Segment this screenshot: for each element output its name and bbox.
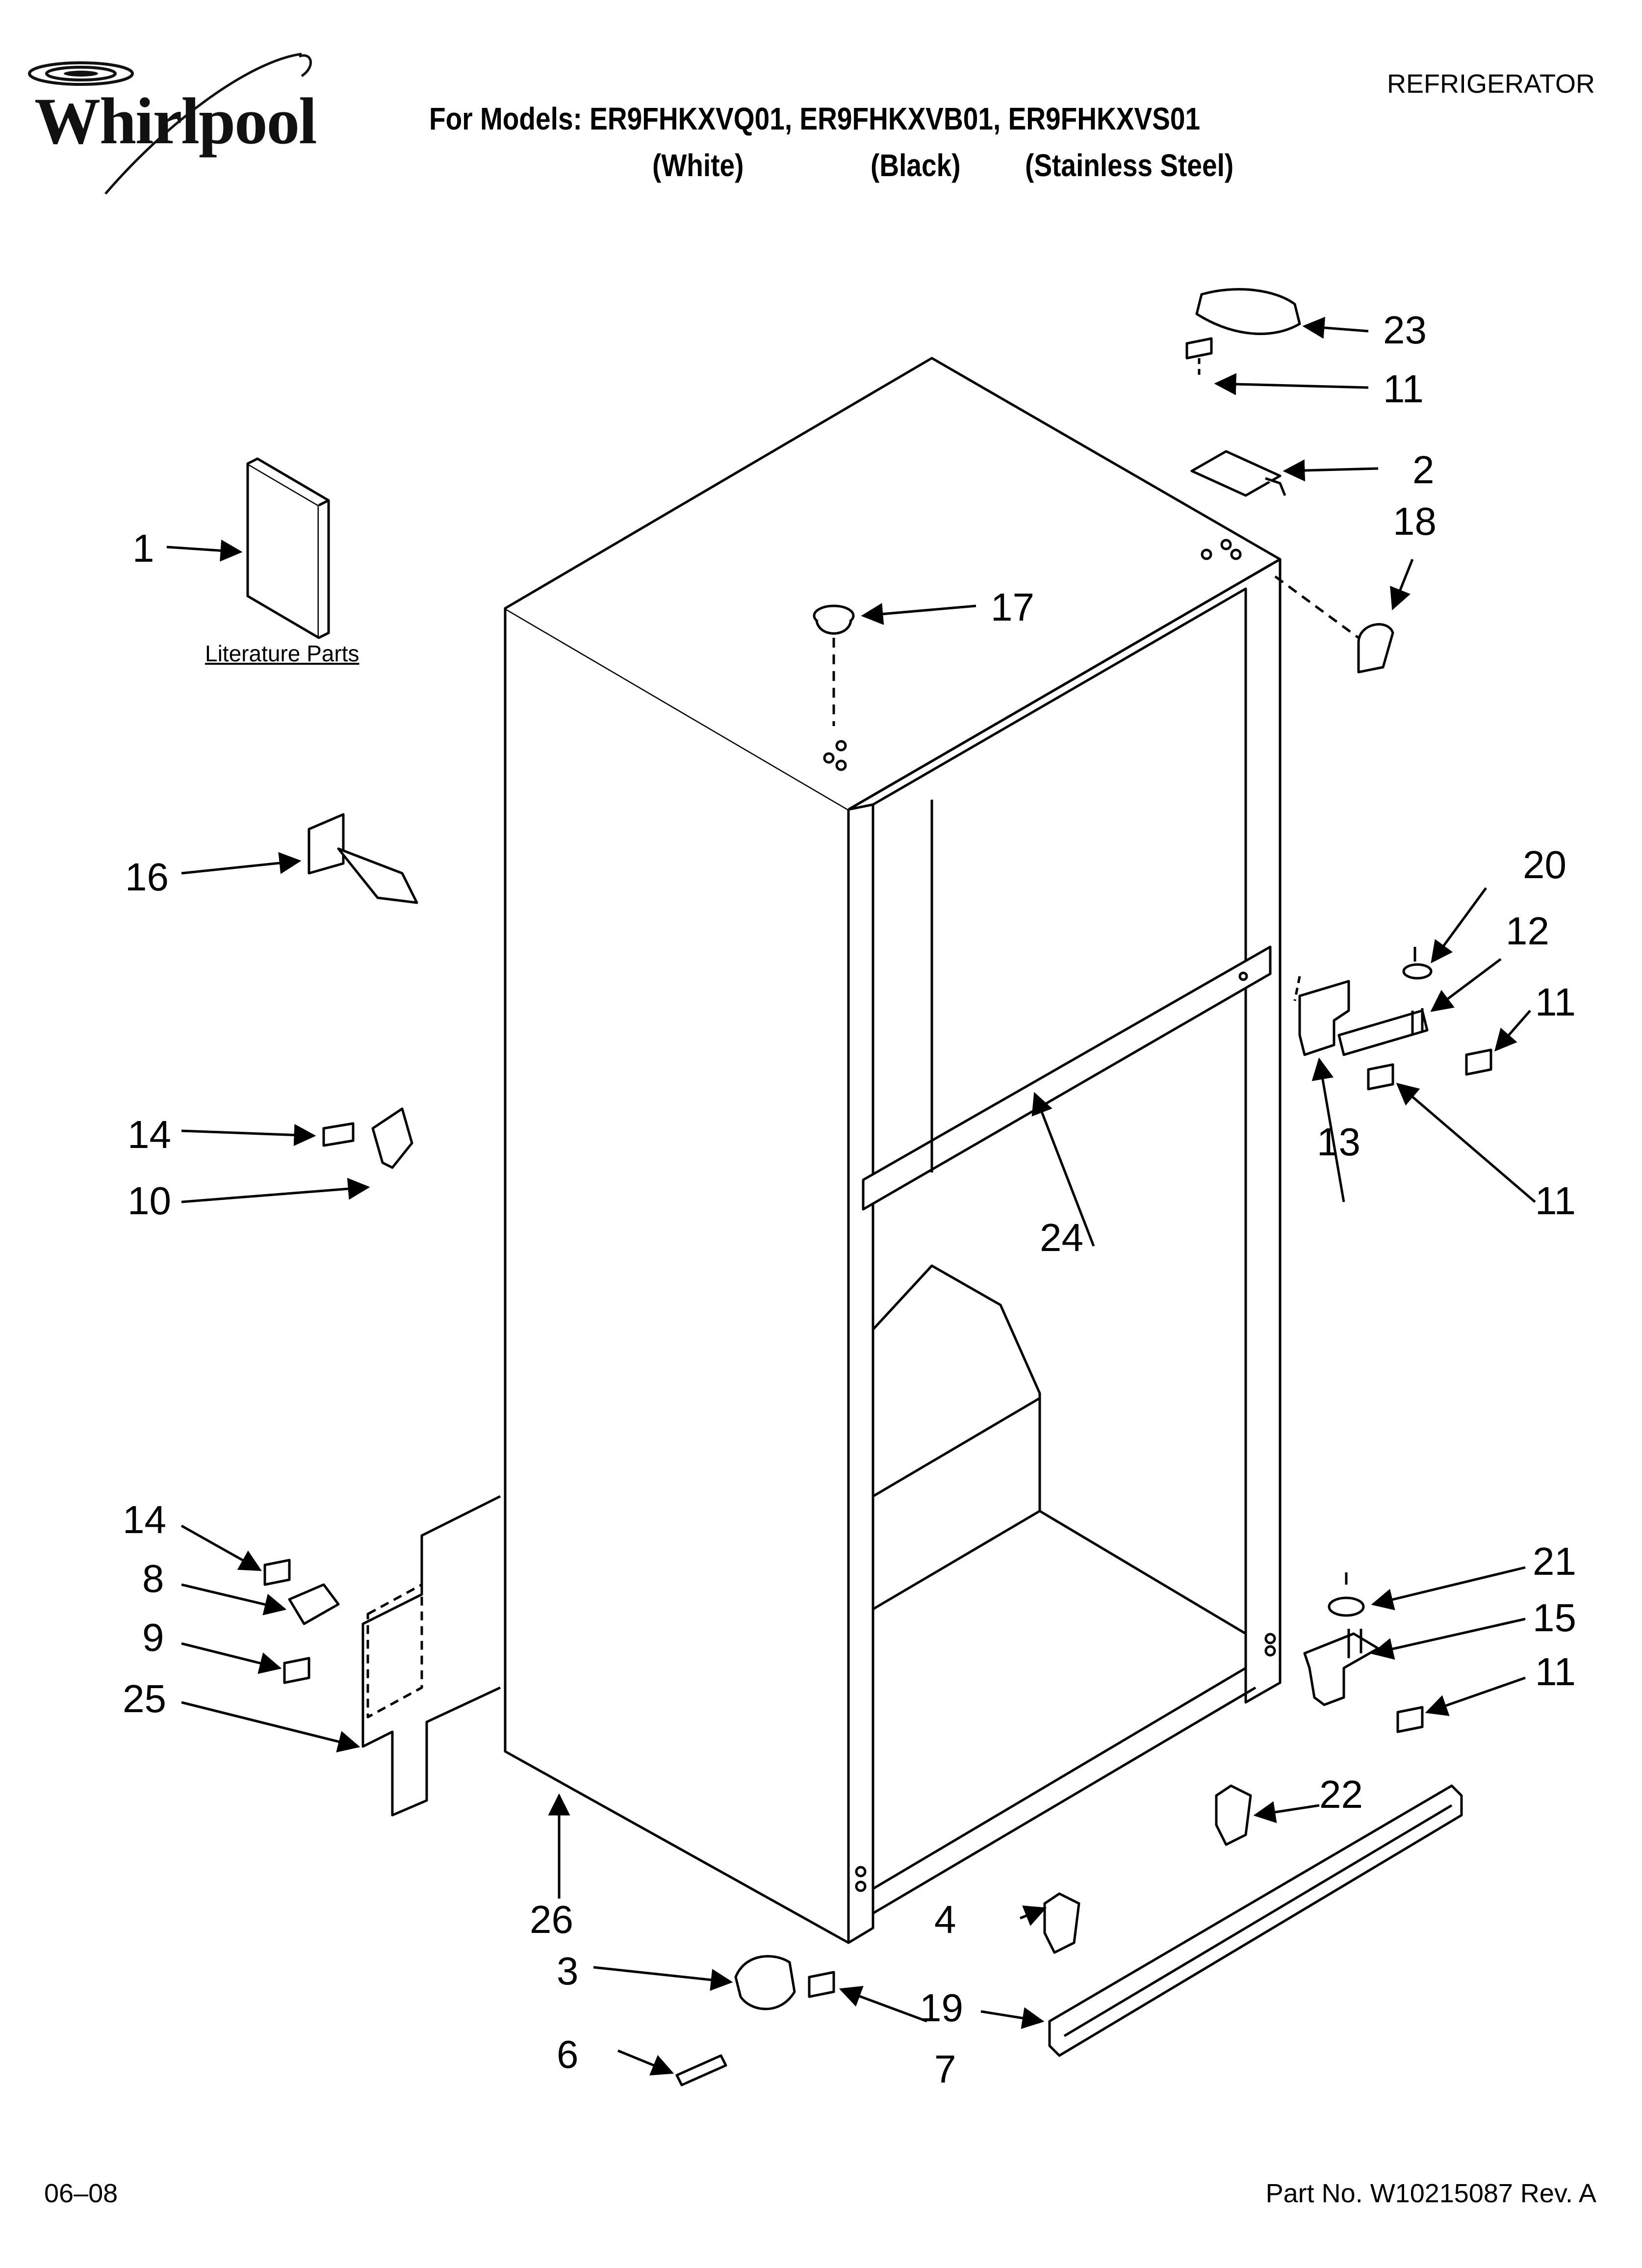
leader-lines: [166, 316, 1536, 2076]
callout-21: 21: [1533, 1539, 1576, 1583]
callout-18: 18: [1393, 499, 1437, 543]
callout-9: 9: [142, 1616, 164, 1659]
callout-10: 10: [128, 1179, 171, 1223]
appliance-type: REFRIGERATOR: [1386, 69, 1595, 99]
footer-date: 06–08: [44, 2179, 118, 2208]
callout-22: 22: [1319, 1773, 1363, 1816]
brand-wordmark: Whirlpool: [34, 85, 317, 158]
footer-part-number: Part No. W10215087 Rev. A: [1265, 2179, 1596, 2208]
callout-11-hinge-a: 11: [1535, 980, 1576, 1024]
callout-16: 16: [125, 855, 169, 899]
variant-black: (Black): [871, 148, 961, 183]
callout-11-hinge-b: 11: [1535, 1179, 1576, 1223]
callout-numbers: 1 2 3 4 6 7 8 9 10 11 11 11 11 11 12 13 …: [123, 308, 1576, 2091]
crossbar: [862, 945, 1272, 1211]
callout-25: 25: [123, 1677, 166, 1721]
callout-14-lower: 14: [123, 1498, 166, 1541]
models-line: For Models: ER9FHKXVQ01, ER9FHKXVB01, ER…: [429, 101, 1201, 136]
variant-stainless: (Stainless Steel): [1025, 148, 1234, 183]
literature-parts-label: Literature Parts: [205, 641, 359, 666]
callout-24: 24: [1040, 1216, 1083, 1259]
callout-8: 8: [142, 1557, 164, 1600]
callout-15: 15: [1533, 1596, 1576, 1640]
whirlpool-logo: [28, 52, 312, 195]
callout-7: 7: [934, 2047, 956, 2091]
callout-11-top: 11: [1383, 367, 1424, 411]
callout-3: 3: [557, 1949, 579, 1993]
variant-white: (White): [652, 148, 744, 183]
callout-11-bottom: 11: [1535, 1650, 1576, 1694]
callout-2: 2: [1412, 448, 1435, 492]
callout-26: 26: [530, 1898, 573, 1941]
cabinet: [504, 357, 1282, 1944]
callout-1: 1: [132, 526, 154, 570]
callout-23: 23: [1383, 308, 1427, 352]
callout-12: 12: [1506, 909, 1549, 953]
callout-17: 17: [991, 585, 1034, 629]
callout-19: 19: [920, 1986, 963, 2030]
toe-grille: [1048, 1784, 1463, 2057]
callout-13: 13: [1317, 1120, 1360, 1164]
parts: [246, 288, 1492, 2086]
callout-4: 4: [934, 1898, 956, 1941]
callout-14-upper: 14: [128, 1113, 171, 1156]
top-cap: [1195, 288, 1301, 335]
callout-20: 20: [1523, 843, 1566, 886]
callout-6: 6: [557, 2033, 579, 2076]
